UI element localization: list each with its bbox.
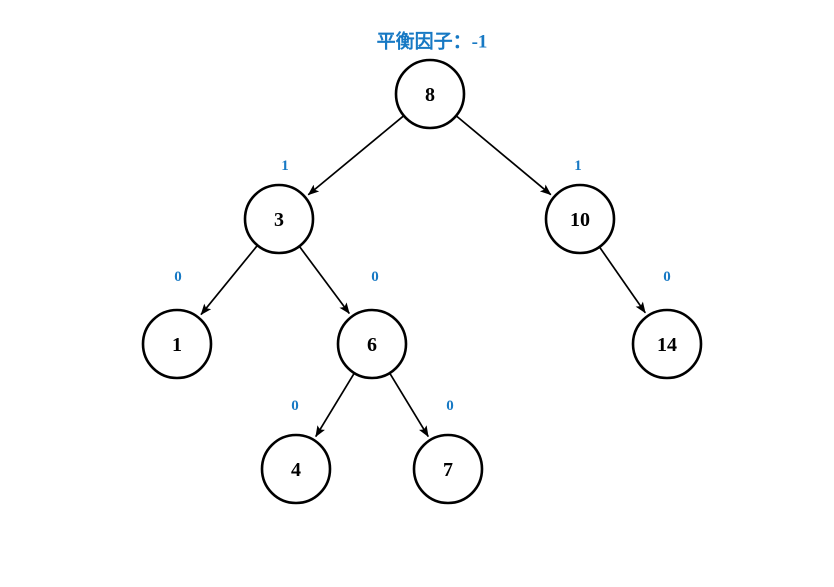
tree-node[interactable]: 1 [141,308,213,380]
diagram-title: 平衡因子：-1 [377,30,488,53]
node-value-label: 7 [443,459,453,481]
balance-factor-label: 0 [291,398,299,414]
node-circle[interactable] [631,308,703,380]
tree-node[interactable]: 3 [243,183,315,255]
balance-factor-label: 1 [281,158,289,174]
tree-node[interactable]: 10 [544,183,616,255]
balance-factor-label: 1 [574,158,582,174]
tree-edge [598,246,646,314]
node-value-label: 1 [172,334,182,356]
balance-factor-label: 0 [371,269,379,285]
node-circle[interactable] [336,308,408,380]
tree-edge [200,244,259,316]
tree-edge [307,115,405,196]
node-value-label: 8 [425,84,435,106]
node-circle[interactable] [260,433,332,505]
tree-node[interactable]: 8 [394,58,466,130]
tree-edge [388,372,429,438]
tree-edge [298,245,350,315]
tree-node[interactable]: 4 [260,433,332,505]
node-value-label: 4 [291,459,301,481]
tree-edge [315,372,356,438]
node-value-label: 6 [367,334,377,356]
tree-edge [455,115,552,196]
balance-factor-label: 0 [663,269,671,285]
tree-node[interactable]: 6 [336,308,408,380]
tree-node[interactable]: 7 [412,433,484,505]
balance-factor-label: 0 [446,398,454,414]
edges-layer [200,115,646,438]
node-circle[interactable] [243,183,315,255]
node-value-label: 10 [570,209,590,231]
node-value-label: 14 [657,334,677,356]
balance-factor-label: 0 [174,269,182,285]
node-value-label: 3 [274,209,284,231]
node-circle[interactable] [544,183,616,255]
node-circle[interactable] [141,308,213,380]
node-circle[interactable] [394,58,466,130]
tree-node[interactable]: 14 [631,308,703,380]
node-circle[interactable] [412,433,484,505]
